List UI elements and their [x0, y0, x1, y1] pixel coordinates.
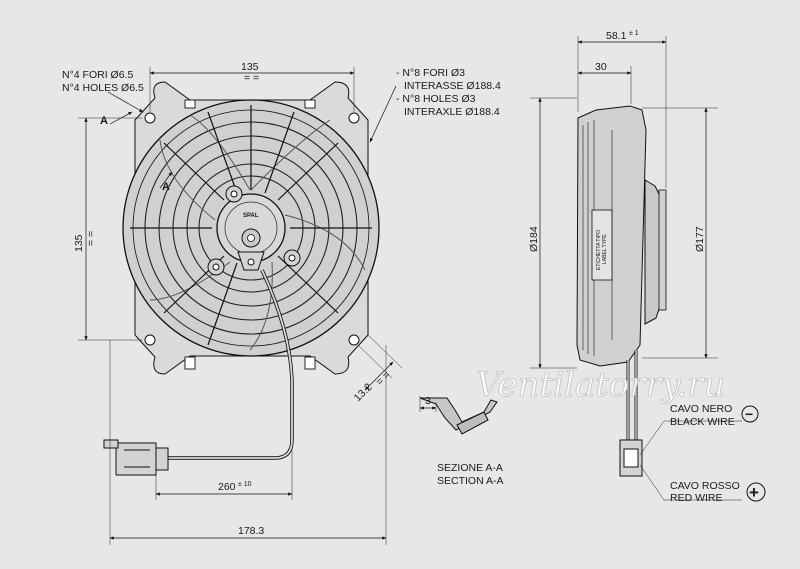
dim-cable-text: 260 — [218, 481, 236, 493]
label-plate — [591, 209, 613, 281]
side-dimensions: 58.1 ± 1 30 Ø184 Ø177 CAVO NERO BLACK WI… — [528, 30, 766, 504]
fan-front-view: SPAL — [103, 81, 380, 476]
dim-depth-text: 58.1 — [606, 30, 627, 42]
label-plate-line1: ETICHETTA TIPO — [596, 230, 602, 270]
side-connector — [619, 439, 643, 477]
cable-connector — [103, 439, 169, 476]
holes-label-en: N°4 HOLES Ø6.5 — [62, 82, 144, 94]
dim-cable-tol: ± 10 — [238, 481, 252, 488]
mount-holes — [144, 112, 360, 346]
watermark: Ventilatorry.ru — [476, 365, 725, 405]
section-mark-a2: A — [162, 181, 170, 193]
minus-symbol: − — [745, 406, 753, 422]
section-a-a: 3 SEZIONE A-A SECTION A-A — [419, 395, 504, 487]
section-label-it: SEZIONE A-A — [437, 462, 503, 474]
dim-total-text: 178.3 — [238, 525, 264, 537]
side-wires — [626, 350, 638, 440]
plus-symbol: + — [749, 483, 759, 502]
section-dim-text: 3 — [425, 395, 431, 407]
label-plate-line2: LABEL TYPE — [602, 234, 608, 264]
brand-logo-text: SPAL — [243, 213, 259, 219]
section-label-en: SECTION A-A — [437, 475, 504, 487]
dim-width-text: 135 — [241, 61, 259, 73]
svg-text:= =: = = — [85, 231, 97, 246]
dim-motor-text: 30 — [595, 61, 607, 73]
dim-depth-tol: ± 1 — [629, 30, 639, 37]
dim-outer-text: Ø184 — [528, 226, 540, 252]
red-wire-label-en: RED WIRE — [670, 492, 723, 504]
dim-angle-text: 13.2 — [352, 381, 375, 404]
section-profile — [419, 397, 498, 431]
motor-mount-lugs — [207, 185, 301, 276]
holes-label-it: N°4 FORI Ø6.5 — [62, 69, 133, 81]
red-wire-label-it: CAVO ROSSO — [670, 480, 740, 492]
front-dimensions: 135 = = 135 = = N°4 FORI Ø6.5 N°4 HOLES … — [62, 61, 501, 545]
screw-callout-line2: INTERASSE Ø188.4 — [404, 80, 501, 92]
screw-callout-line1: - N°8 FORI Ø3 — [396, 67, 465, 79]
screw-callout-line4: INTERAXLE Ø188.4 — [404, 106, 500, 118]
dim-inner-text: Ø177 — [694, 226, 706, 252]
section-mark-a1: A — [100, 115, 108, 127]
svg-text:= =: = = — [244, 72, 259, 84]
black-wire-label-it: CAVO NERO — [670, 403, 732, 415]
dim-height-text: 135 — [73, 234, 85, 252]
screw-callout-line3: - N°8 HOLES Ø3 — [396, 93, 476, 105]
svg-text:= =: = = — [374, 369, 393, 388]
fan-blades — [149, 114, 366, 351]
black-wire-label-en: BLACK WIRE — [670, 416, 735, 428]
screw-tabs — [184, 99, 316, 370]
fan-side-view: ETICHETTA TIPO LABEL TYPE — [576, 105, 667, 477]
plus-symbol-circle — [746, 482, 766, 502]
minus-symbol-circle — [741, 405, 759, 423]
